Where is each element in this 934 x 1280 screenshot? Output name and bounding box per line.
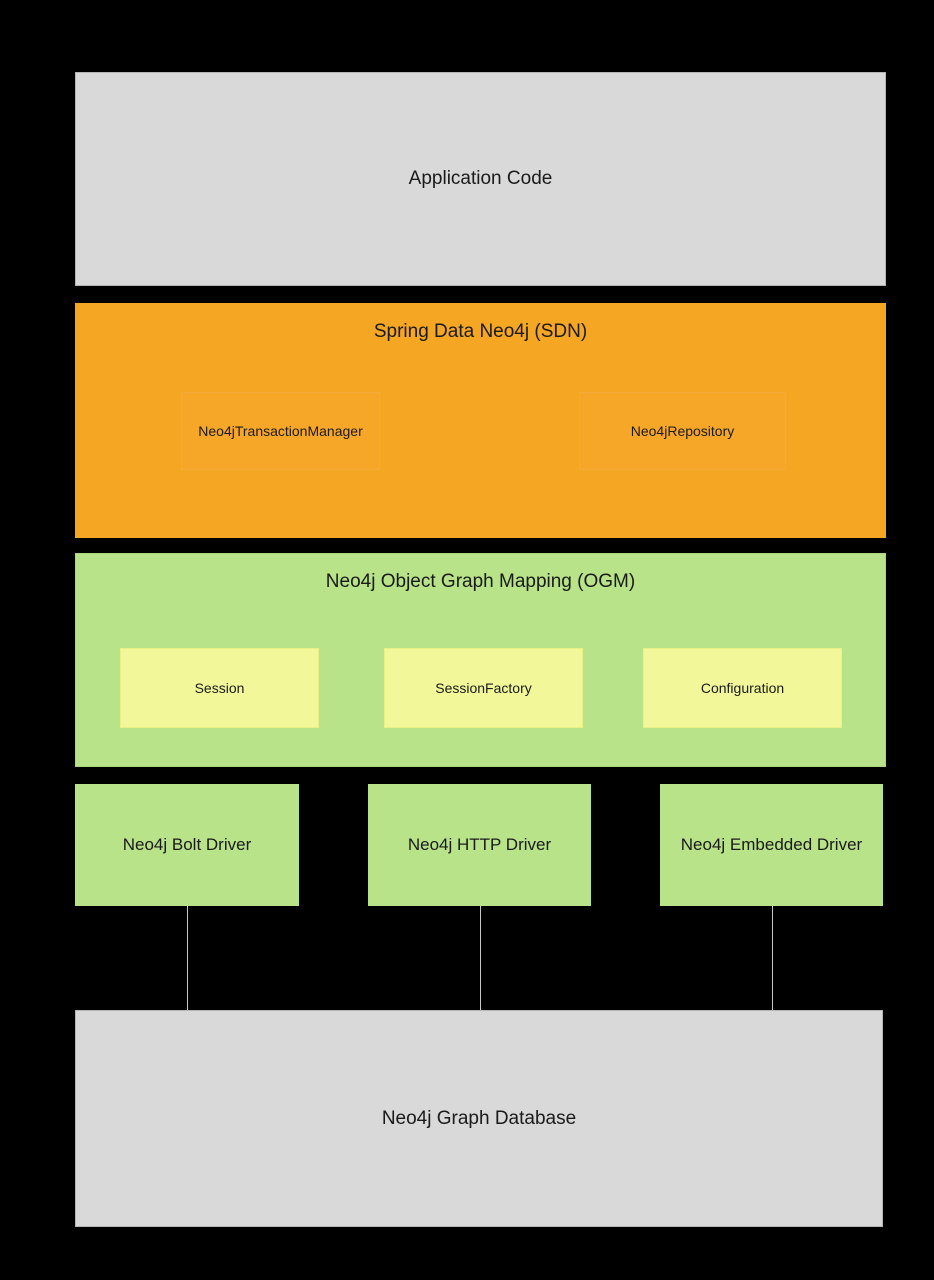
driver-neo4j-embedded: Neo4j Embedded Driver — [660, 784, 883, 906]
component-session-label: Session — [194, 680, 245, 696]
layer-spring-data-neo4j: Spring Data Neo4j (SDN) Neo4jTransaction… — [75, 303, 886, 538]
component-neo4j-transaction-manager-label: Neo4jTransactionManager — [198, 423, 363, 439]
driver-neo4j-bolt: Neo4j Bolt Driver — [75, 784, 299, 906]
component-neo4j-repository: Neo4jRepository — [579, 392, 786, 470]
layer-application-code-label: Application Code — [408, 168, 553, 189]
component-session-factory: SessionFactory — [384, 648, 583, 728]
driver-neo4j-embedded-label: Neo4j Embedded Driver — [680, 835, 863, 854]
connector-line-http-to-database — [480, 906, 481, 1011]
layer-application-code: Application Code — [75, 72, 886, 286]
component-configuration-label: Configuration — [700, 680, 785, 696]
component-session: Session — [120, 648, 319, 728]
driver-neo4j-http: Neo4j HTTP Driver — [368, 784, 591, 906]
layer-neo4j-graph-database-label: Neo4j Graph Database — [381, 1107, 577, 1129]
connector-line-embedded-to-database — [772, 906, 773, 1011]
connector-line-bolt-to-database — [187, 906, 188, 1011]
component-neo4j-transaction-manager: Neo4jTransactionManager — [181, 392, 380, 470]
layer-neo4j-ogm-label: Neo4j Object Graph Mapping (OGM) — [325, 571, 636, 592]
layer-neo4j-ogm: Neo4j Object Graph Mapping (OGM) Session… — [75, 553, 886, 767]
component-configuration: Configuration — [643, 648, 842, 728]
layer-neo4j-graph-database: Neo4j Graph Database — [75, 1010, 883, 1227]
component-session-factory-label: SessionFactory — [435, 680, 532, 696]
driver-neo4j-bolt-label: Neo4j Bolt Driver — [122, 835, 252, 854]
layer-spring-data-neo4j-label: Spring Data Neo4j (SDN) — [373, 321, 588, 342]
driver-neo4j-http-label: Neo4j HTTP Driver — [407, 835, 552, 854]
component-neo4j-repository-label: Neo4jRepository — [630, 423, 735, 439]
